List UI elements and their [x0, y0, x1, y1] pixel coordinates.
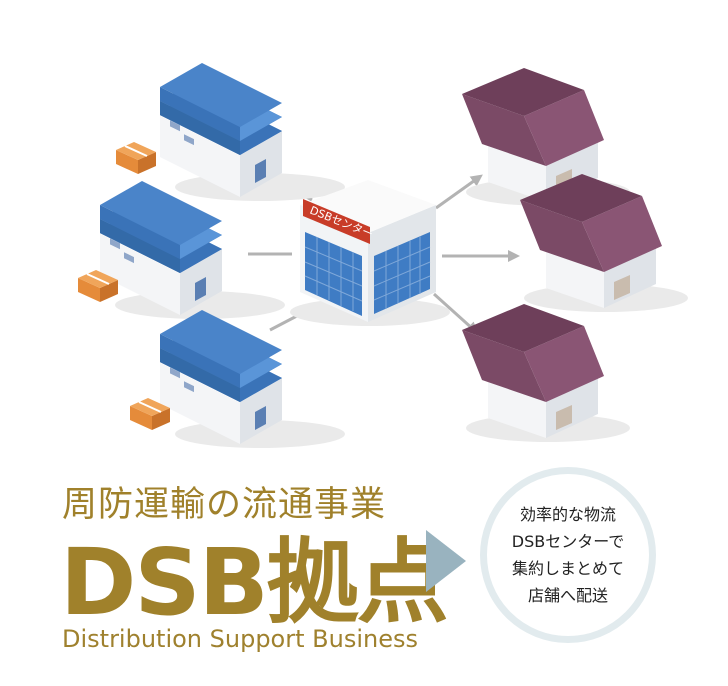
dsb-center-building: DSBセンター: [290, 180, 450, 326]
description-line-2: DSBセンターで: [511, 532, 625, 551]
description-line-3: 集約しまとめて: [511, 559, 624, 578]
flow-arrow-icon: [426, 530, 466, 592]
store-middle: [520, 174, 688, 312]
distribution-illustration: DSBセンター: [77, 63, 688, 448]
center-sign: [303, 199, 370, 244]
store-bottom: [462, 304, 630, 442]
box-top: [115, 141, 157, 175]
arrow-out-top: [435, 174, 483, 210]
description-circle: 効率的な物流 DSBセンターで 集約しまとめて 店舗へ配送: [480, 467, 656, 643]
english-title: Distribution Support Business: [62, 625, 418, 653]
page-title: DSB拠点: [60, 529, 449, 636]
arrow-out-bottom: [432, 292, 479, 335]
warehouse-bottom: [160, 310, 345, 448]
warehouse-middle: [100, 181, 285, 319]
description-line-1: 効率的な物流: [519, 505, 616, 524]
description-line-4: 店舗へ配送: [527, 586, 608, 605]
business-subtitle: 周防運輸の流通事業: [62, 485, 387, 525]
warehouse-top: [160, 63, 345, 201]
